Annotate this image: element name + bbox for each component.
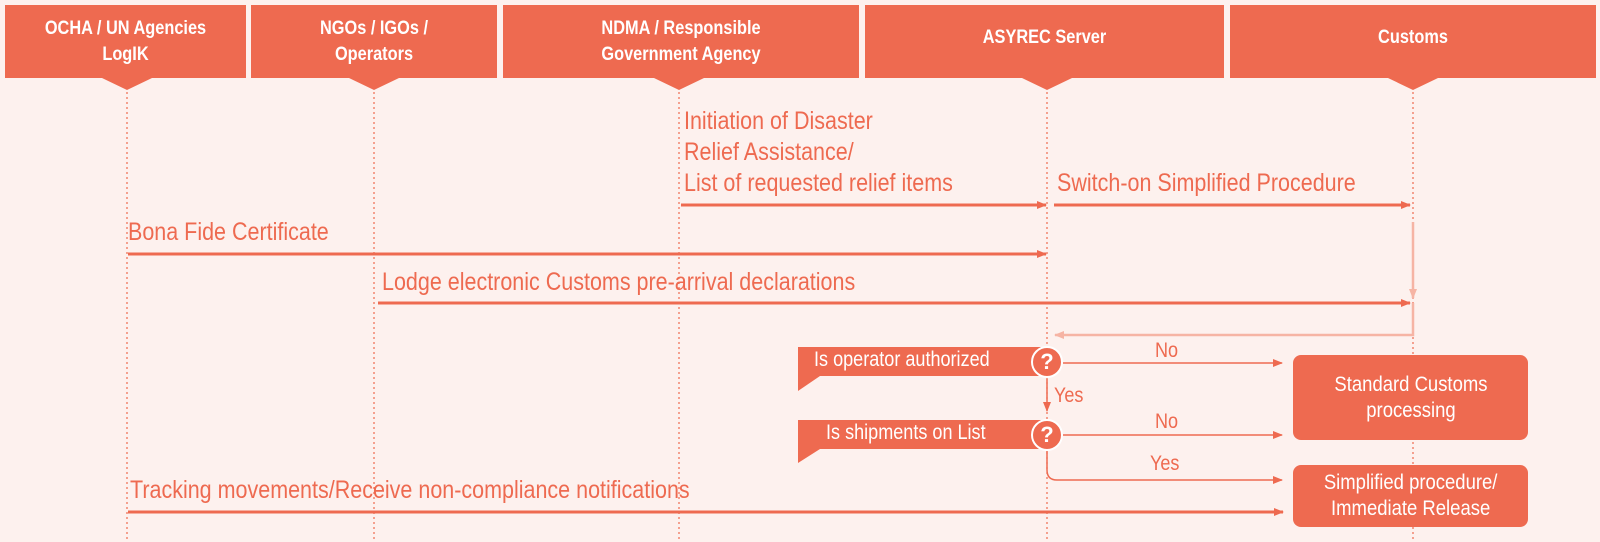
branch-label-yes-2: Yes — [1150, 452, 1180, 475]
header-box-ngo — [251, 5, 497, 90]
label-bona-fide: Bona Fide Certificate — [128, 218, 329, 246]
label-switch-on: Switch-on Simplified Procedure — [1057, 169, 1356, 197]
branch-label-yes-1: Yes — [1054, 384, 1084, 407]
lane-header-ocha: OCHA / UN Agencies LogIK — [44, 18, 207, 65]
outcome-standard-processing: Standard Customs processing — [1293, 355, 1528, 440]
arrow-customs-return — [1054, 303, 1415, 339]
decision-bubble-1 — [798, 347, 1050, 391]
header-box-asyrec — [865, 5, 1224, 90]
header-box-ocha — [5, 5, 246, 90]
label-initiation: Initiation of Disaster Relief Assistance… — [684, 107, 953, 197]
decision-question-icon-1: ? — [1031, 346, 1063, 378]
branch-label-no-1: No — [1155, 339, 1179, 362]
lane-header-asyrec: ASYREC Server — [982, 27, 1107, 48]
outcome-standard-label: Standard Customs processing — [1333, 372, 1488, 422]
lane-header-ngo: NGOs / IGOs / Operators — [319, 18, 429, 65]
decision-text-1: Is operator authorized — [814, 348, 990, 371]
decision-question-icon-2: ? — [1031, 419, 1063, 451]
branch-yes-2 — [1046, 451, 1283, 484]
decision-text-2: Is shipments on List — [826, 421, 986, 444]
outcome-simplified-release: Simplified procedure/ Immediate Release — [1293, 465, 1528, 527]
lane-header-customs: Customs — [1378, 27, 1448, 48]
label-lodge: Lodge electronic Customs pre-arrival dec… — [382, 268, 856, 296]
outcome-simplified-label: Simplified procedure/ Immediate Release — [1323, 471, 1498, 520]
branch-label-no-2: No — [1155, 410, 1179, 433]
header-box-customs — [1230, 5, 1596, 90]
decision-bubble-2 — [798, 420, 1050, 463]
lane-header-ndma: NDMA / Responsible Government Agency — [601, 18, 761, 65]
label-tracking: Tracking movements/Receive non-complianc… — [130, 476, 690, 504]
header-box-ndma — [503, 5, 859, 90]
